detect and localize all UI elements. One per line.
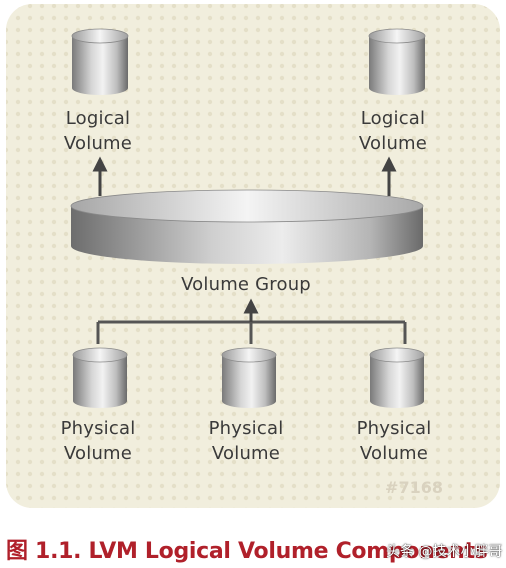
logical-volume-cylinder-left: [71, 28, 129, 95]
physical-volume-cylinder-left: [72, 347, 128, 408]
physical-volume-label-left-line2: Volume: [64, 443, 132, 464]
physical-volume-label-left: Physical Volume: [61, 418, 136, 464]
figure-id: #7168: [385, 478, 443, 497]
logical-volume-label-left: Logical Volume: [64, 108, 132, 154]
physical-volume-label-middle: Physical Volume: [209, 418, 284, 464]
physical-volume-label-right-line2: Volume: [360, 443, 428, 464]
logical-volume-label-right-line2: Volume: [359, 133, 427, 154]
logical-volume-label-left-line2: Volume: [64, 133, 132, 154]
physical-volume-label-middle-line2: Volume: [212, 443, 280, 464]
logical-volume-label-right-line1: Logical: [361, 108, 425, 129]
source-watermark: 头条 @技术小胖哥: [386, 544, 503, 560]
lvm-diagram: Logical Volume Logical Volume Volume Gro…: [6, 4, 500, 508]
physical-volume-label-middle-line1: Physical: [209, 418, 284, 439]
physical-volume-label-right: Physical Volume: [357, 418, 432, 464]
volume-group-disk: [70, 189, 424, 264]
logical-volume-cylinder-right: [368, 28, 426, 95]
physical-volume-label-left-line1: Physical: [61, 418, 136, 439]
logical-volume-label-left-line1: Logical: [66, 108, 130, 129]
logical-volume-label-right: Logical Volume: [359, 108, 427, 154]
figure-caption: 图 1.1. LVM Logical Volume Components: [6, 539, 488, 564]
physical-volume-cylinder-right: [369, 347, 425, 408]
physical-volume-label-right-line1: Physical: [357, 418, 432, 439]
physical-volume-cylinder-middle: [221, 347, 277, 408]
volume-group-label: Volume Group: [181, 274, 311, 295]
